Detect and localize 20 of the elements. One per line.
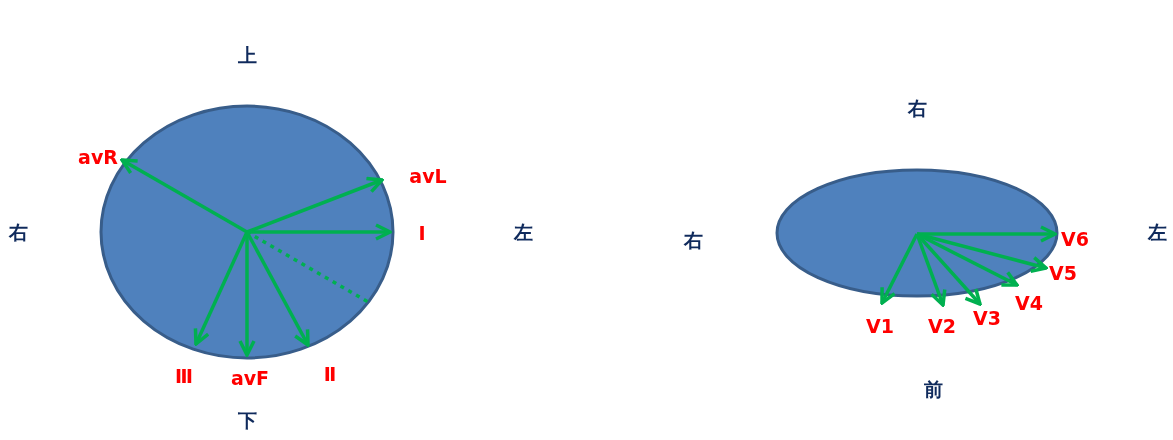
lead-label: V3 — [973, 308, 1001, 328]
direction-label: 右 — [8, 222, 28, 242]
lead-label: Ⅲ — [175, 366, 193, 386]
lead-label: Ⅱ — [323, 364, 337, 384]
direction-label: 前 — [923, 379, 943, 399]
lead-label: avR — [78, 147, 118, 167]
lead-label: avL — [409, 166, 447, 186]
direction-label: 上 — [237, 45, 257, 65]
direction-label: 下 — [237, 410, 257, 430]
direction-label: 左 — [513, 222, 533, 242]
direction-label: 右 — [907, 98, 927, 118]
lead-label: V4 — [1015, 293, 1043, 313]
direction-label: 右 — [683, 230, 703, 250]
lead-label: V1 — [866, 316, 894, 336]
lead-label: V2 — [928, 316, 956, 336]
lead-label: Ⅰ — [418, 223, 426, 243]
lead-label: V5 — [1049, 263, 1077, 283]
lead-label: avF — [230, 368, 270, 388]
lead-label: V6 — [1061, 229, 1089, 249]
direction-label: 左 — [1147, 222, 1167, 242]
